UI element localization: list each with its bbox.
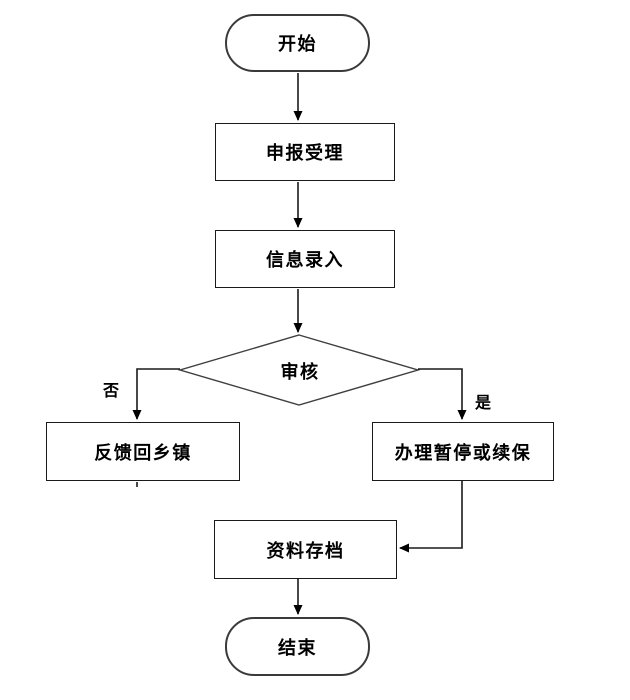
node-end: 结束 <box>225 617 370 676</box>
edge-label-no: 否 <box>103 381 120 400</box>
node-start-label: 开始 <box>278 34 317 55</box>
decision-diamond-shape <box>177 334 421 406</box>
node-archive-label: 资料存档 <box>266 540 345 562</box>
node-review-label: 审核 <box>280 362 320 383</box>
edge-no-branch <box>132 368 180 420</box>
node-info-entry: 信息录入 <box>215 230 395 288</box>
node-feedback-township-label: 反馈回乡镇 <box>94 442 192 464</box>
node-info-entry-label: 信息录入 <box>266 250 344 271</box>
edge-yes-branch <box>418 368 467 420</box>
edge-label-yes: 是 <box>475 393 492 412</box>
node-archive: 资料存档 <box>214 520 397 579</box>
node-suspend-or-renew: 办理暂停或续保 <box>372 422 554 481</box>
node-start: 开始 <box>225 14 370 72</box>
node-declare-accept-label: 申报受理 <box>266 143 344 164</box>
node-feedback-township: 反馈回乡镇 <box>46 422 240 481</box>
node-end-label: 结束 <box>278 637 317 659</box>
edge-renew-to-archive <box>399 481 463 553</box>
node-suspend-or-renew-label: 办理暂停或续保 <box>394 442 532 464</box>
node-declare-accept: 申报受理 <box>215 123 395 181</box>
